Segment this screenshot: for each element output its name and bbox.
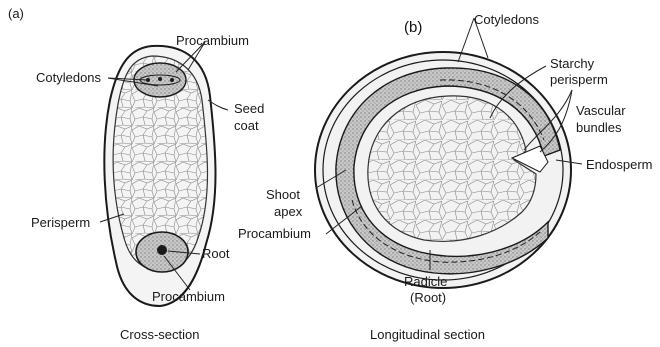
panel-b-longitudinal-section: (b) Cotyledons Starchy perisperm Vascula…	[238, 12, 652, 342]
panel-b-tag: (b)	[404, 19, 422, 36]
label-procambium-b: Procambium	[238, 226, 311, 241]
label-cotyledons-b: Cotyledons	[474, 12, 540, 27]
label-endosperm: Endosperm	[586, 157, 652, 172]
label-vascular-line1: Vascular	[576, 103, 626, 118]
label-procambium-bottom: Procambium	[152, 289, 225, 304]
label-radicle-line2: (Root)	[410, 290, 446, 305]
procambium-dot-3	[170, 78, 174, 82]
label-root: Root	[202, 246, 230, 261]
label-shoot-line1: Shoot	[266, 187, 300, 202]
panel-a-cross-section: (a) Procambium Cotyledons Seed coat Peri…	[8, 6, 264, 342]
caption-a: Cross-section	[120, 327, 199, 342]
label-vascular-line2: bundles	[576, 120, 622, 135]
label-starchy-line1: Starchy	[550, 56, 595, 71]
label-shoot-line2: apex	[274, 204, 303, 219]
label-cotyledons-a: Cotyledons	[36, 70, 102, 85]
label-radicle-line1: Radicle	[404, 274, 447, 289]
label-procambium-top: Procambium	[176, 33, 249, 48]
procambium-dot-2	[158, 77, 162, 81]
label-seed-coat-line1: Seed	[234, 101, 264, 116]
procambium-root-dot	[157, 245, 167, 255]
label-starchy-line2: perisperm	[550, 72, 608, 87]
label-perisperm: Perisperm	[31, 215, 90, 230]
panel-a-tag: (a)	[8, 6, 24, 21]
label-seed-coat-line2: coat	[234, 118, 259, 133]
caption-b: Longitudinal section	[370, 327, 485, 342]
